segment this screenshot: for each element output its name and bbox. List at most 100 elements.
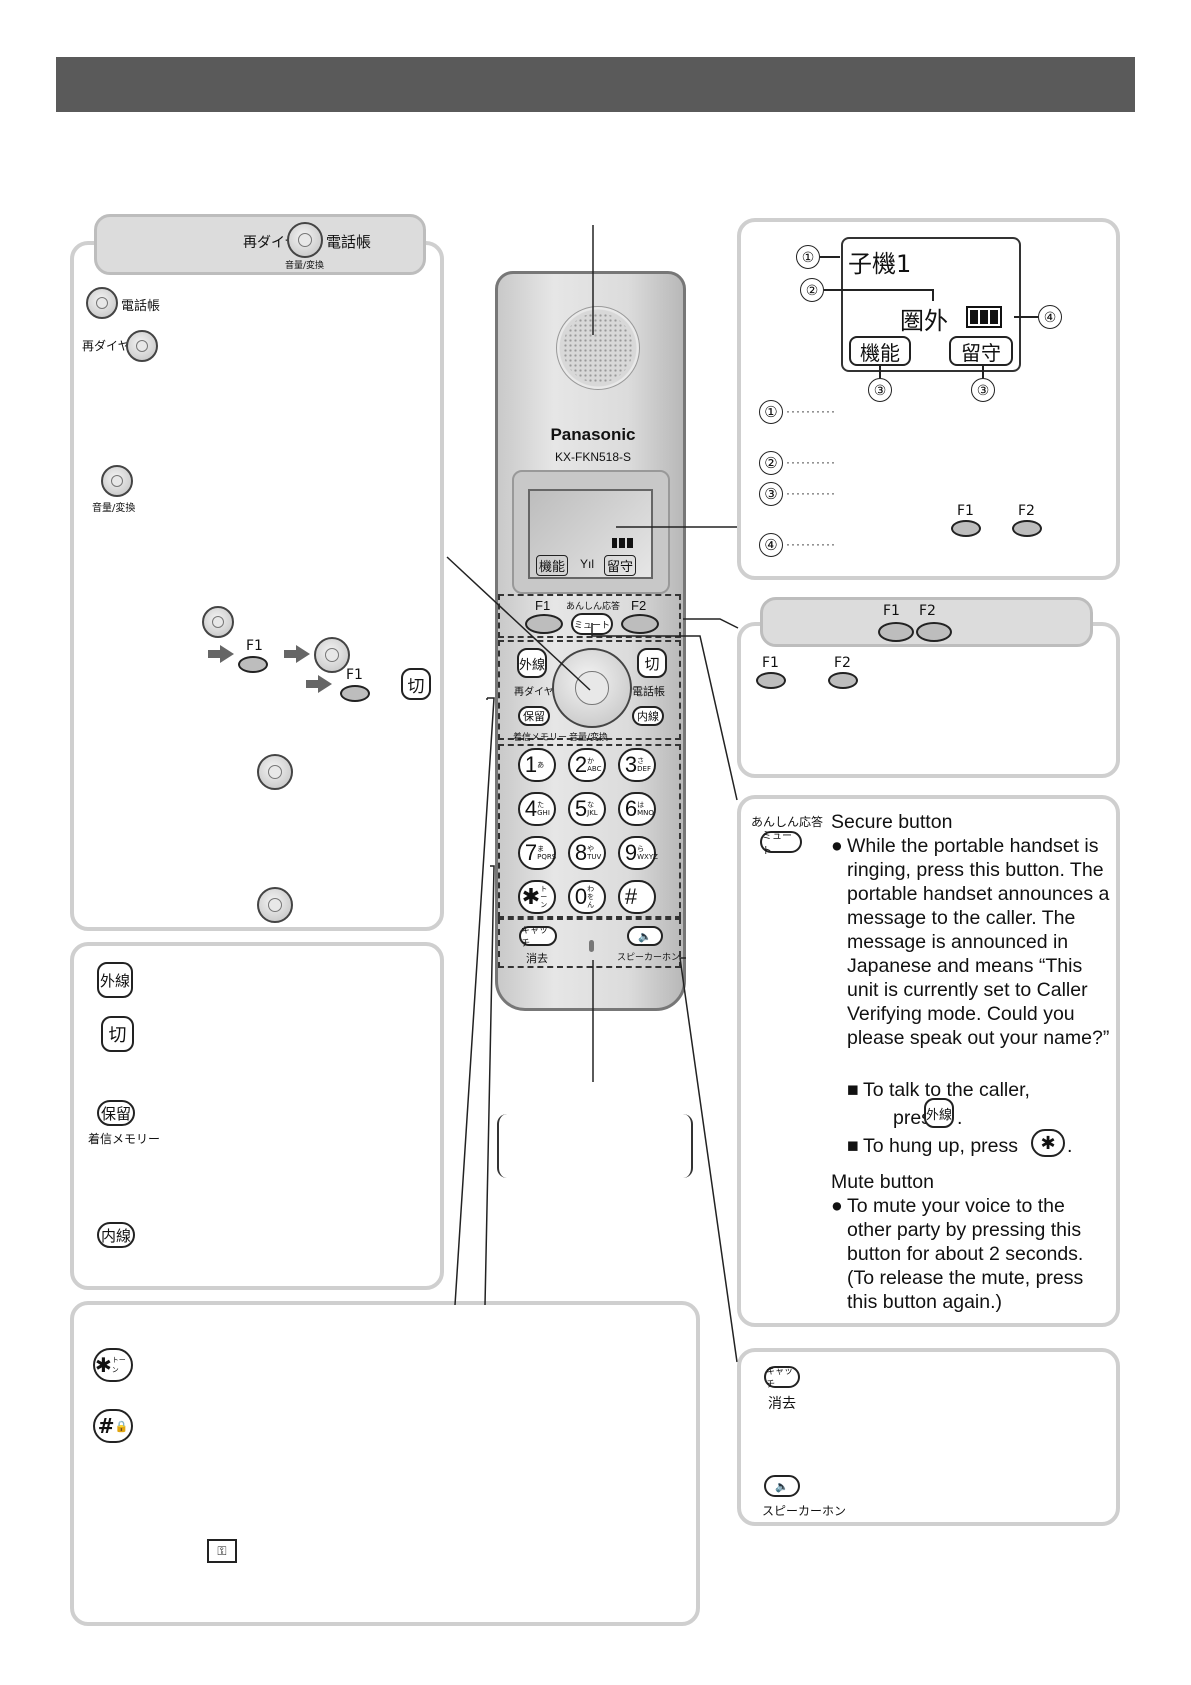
f1-key-icon [878,622,914,642]
f2-key[interactable] [621,614,659,634]
mute-bullet-dot: ● [831,1195,843,1217]
legend-4: ④ [759,533,783,557]
f1-key-icon [756,672,786,689]
mute-key-icon: ミュート [760,831,802,857]
speakerphone-key-icon: 🔈 [764,1475,800,1497]
hold-key[interactable]: 保留 [518,706,550,726]
display-screen [528,489,653,579]
keypad-key-10[interactable]: ✱トーン [518,880,556,914]
microphone-hole [589,940,594,952]
incoming-memory-label: 着信メモリー [88,1132,161,1146]
phonebook-key-label: 電話帳 [632,685,665,698]
redial-key-label: 再ダイヤル [514,687,564,698]
f1-key[interactable] [525,614,563,634]
microphone-note-box [497,1114,693,1178]
nav-updown-icon [202,606,234,638]
phonebook-caption: 電話帳 [326,233,372,251]
answering-softkey-label: 留守 [949,336,1013,366]
function-keys-caption: F1 F2 [760,597,1093,647]
f1-label: F1 [957,503,974,519]
f1-key-icon [340,685,370,702]
anshin-label: あんしん応答 [751,815,824,829]
nav-key-icon [287,222,323,258]
marker-2: ② [800,278,824,302]
catch-key[interactable]: キャッチ [519,926,557,949]
volume-label: 音量/変換 [92,503,136,514]
f1-key-icon [238,656,268,673]
speakerphone-label: スピーカーホン [762,1504,847,1518]
battery-icon [612,538,633,548]
function-keys-panel [737,622,1120,778]
outside-line-key-icon: 外線 [924,1098,954,1128]
catch-speaker-group [498,918,681,968]
navigation-key-group [498,640,681,740]
battery-icon [966,306,1002,328]
incoming-memory-key-label: 着信メモリー [513,733,568,743]
f1-label: F1 [762,655,779,671]
off-key-icon: 切 [401,668,431,700]
keypad-group [498,744,681,918]
nav-updown-icon [101,465,133,497]
marker-3b: ③ [971,378,995,402]
f1-key-icon [951,520,981,537]
nav-right-icon [86,287,118,319]
intercom-key[interactable]: 内線 [632,706,664,726]
off-key[interactable]: 切 [637,648,667,678]
mute-description: To mute your voice to the other party by… [847,1195,1084,1313]
arrow-right-icon [284,645,310,663]
hash-lock-key-icon: #🔒 [93,1409,133,1443]
secure-bullet-dot: ● [831,835,843,857]
signal-icon: Yıl [580,557,595,571]
navigation-key-caption: 再ダイヤル 電話帳 音量/変換 [94,214,426,275]
f2-key-label: F2 [631,598,647,613]
legend-2: ② [759,451,783,475]
function-softkey-label: 機能 [849,336,911,366]
handset-name-text: 子機1 [848,250,912,278]
secure-description: While the portable handset is ringing, p… [847,835,1110,1049]
f2-label: F2 [834,655,851,671]
speakerphone-label: スピーカーホン [617,953,681,963]
keypad-key-12[interactable]: # [618,880,656,914]
function-key-group [498,594,681,638]
display-legend-panel [737,218,1120,580]
brand-logo: Panasonic [550,425,636,444]
hangup-instruction: To hung up, press [863,1135,1019,1157]
lock-icon: ⚿ [207,1539,237,1563]
anshin-label: あんしん応答 [566,602,621,612]
marker-4: ④ [1038,305,1062,329]
secure-button-title: Secure button [831,811,953,833]
mute-button-title: Mute button [831,1171,934,1193]
f1-label: F1 [246,638,263,654]
section-header-bar [56,57,1135,112]
screen-rusu-label: 留守 [604,555,637,576]
volume-key-label: 音量/変換 [569,733,609,743]
square-bullet: ■ [847,1135,859,1157]
catch-key-icon: キャッチ [764,1366,800,1390]
handset-nav-key[interactable] [552,648,632,728]
square-bullet: ■ [847,1079,859,1101]
hold-key-icon: 保留 [97,1100,135,1126]
nav-updown-icon [257,887,293,923]
f2-key-icon [1012,520,1042,537]
speakerphone-key[interactable]: 🔈 [627,926,663,946]
marker-3a: ③ [868,378,892,402]
nav-updown-icon [257,754,293,790]
nav-left-icon [126,330,158,362]
marker-1: ① [796,245,820,269]
model-number: KX-FKN518-S [554,450,632,464]
star-key-icon: ✱ [1031,1129,1065,1157]
outside-line-key[interactable]: 外線 [517,648,547,678]
f2-key-icon [828,672,858,689]
